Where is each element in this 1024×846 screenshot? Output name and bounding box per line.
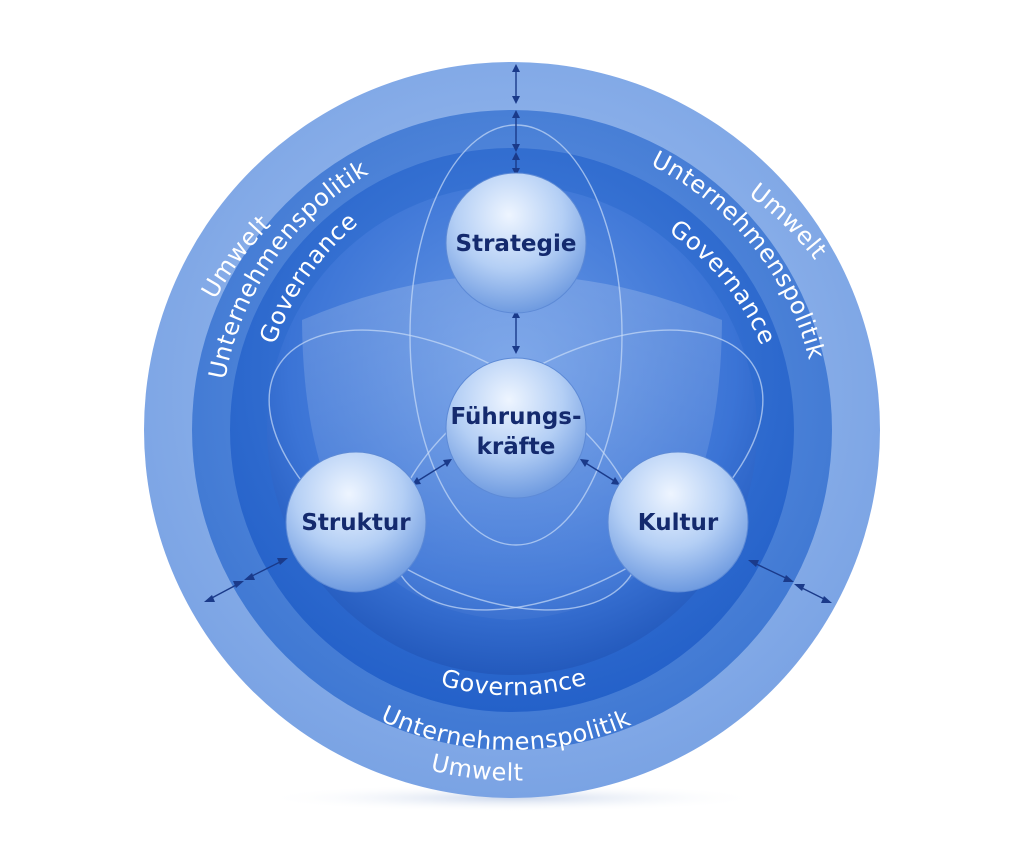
node-fuehrungskraefte: Führungs- kräfte (445, 357, 587, 499)
connector-arrows (204, 64, 832, 603)
node-strategie-circle (445, 172, 587, 314)
node-fuehrungskraefte-circle (445, 357, 587, 499)
arrow-fuehrung-kultur (583, 461, 617, 483)
node-strategie-label: Strategie (456, 231, 577, 257)
node-kultur-circle (607, 451, 749, 593)
node-fuehrungskraefte-label-line2: kräfte (477, 434, 556, 460)
arrow-fuehrung-struktur (415, 461, 449, 483)
node-struktur: Struktur (285, 451, 427, 593)
node-kultur-label: Kultur (638, 510, 719, 536)
node-struktur-label: Struktur (301, 510, 411, 536)
node-fuehrungskraefte-label-line1: Führungs- (450, 404, 581, 430)
node-strategie: Strategie (445, 172, 587, 314)
node-kultur: Kultur (607, 451, 749, 593)
arrow-left-inner (247, 559, 285, 579)
arrow-right-inner (751, 561, 791, 581)
arrow-left-outer (207, 582, 241, 601)
node-struktur-circle (285, 451, 427, 593)
